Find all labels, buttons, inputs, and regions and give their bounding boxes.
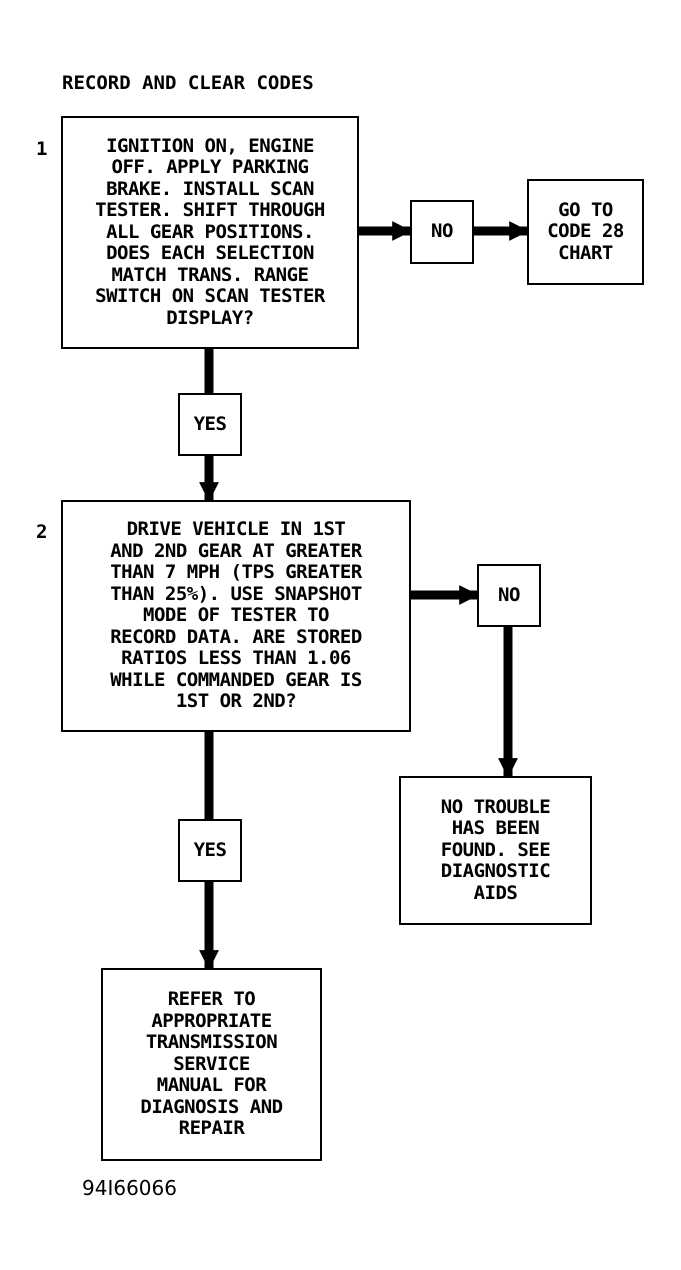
yes-label-1: YES — [193, 412, 227, 435]
step-2-text: DRIVE VEHICLE IN 1ST AND 2ND GEAR AT GRE… — [110, 518, 362, 713]
no-trouble-box: NO TROUBLE HAS BEEN FOUND. SEE DIAGNOSTI… — [399, 776, 592, 925]
no-trouble-text: NO TROUBLE HAS BEEN FOUND. SEE DIAGNOSTI… — [440, 795, 551, 904]
yes-box-1: YES — [178, 393, 242, 456]
figure-id: 94I66066 — [82, 1176, 177, 1200]
no-box-2: NO — [477, 564, 541, 627]
step-2-box: DRIVE VEHICLE IN 1ST AND 2ND GEAR AT GRE… — [61, 500, 411, 732]
refer-to-manual-box: REFER TO APPROPRIATE TRANSMISSION SERVIC… — [101, 968, 322, 1161]
no-label-1: NO — [431, 220, 453, 243]
no-box-1: NO — [410, 200, 474, 264]
go-to-code-28-box: GO TO CODE 28 CHART — [527, 179, 644, 285]
step-1-box: IGNITION ON, ENGINE OFF. APPLY PARKING B… — [61, 116, 359, 349]
chart-title: RECORD AND CLEAR CODES — [62, 72, 314, 94]
step-1-text: IGNITION ON, ENGINE OFF. APPLY PARKING B… — [95, 134, 325, 329]
step-1-number: 1 — [36, 138, 48, 160]
step-2-number: 2 — [36, 521, 48, 543]
go-to-code-28-text: GO TO CODE 28 CHART — [547, 198, 624, 264]
yes-box-2: YES — [178, 819, 242, 882]
yes-label-2: YES — [193, 838, 227, 861]
no-label-2: NO — [498, 583, 520, 606]
refer-to-manual-text: REFER TO APPROPRIATE TRANSMISSION SERVIC… — [140, 988, 283, 1140]
